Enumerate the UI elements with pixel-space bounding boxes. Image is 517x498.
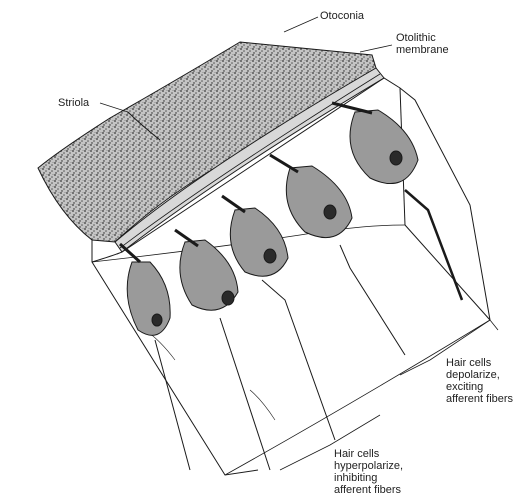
otolithic-membrane-leader <box>360 45 392 52</box>
striola-label: Striola <box>58 97 89 109</box>
hair-cell <box>120 244 190 470</box>
hair-cell <box>270 155 405 355</box>
otolithic-membrane-label: Otolithic membrane <box>396 32 449 56</box>
otoconia-label: Otoconia <box>320 10 364 22</box>
otoconia-leader <box>284 17 318 32</box>
striola-leader <box>100 103 128 112</box>
hyperpolarize-label: Hair cells hyperpolarize, inhibiting aff… <box>334 448 403 496</box>
depolarize-label: Hair cells depolarize, exciting afferent… <box>446 357 513 405</box>
